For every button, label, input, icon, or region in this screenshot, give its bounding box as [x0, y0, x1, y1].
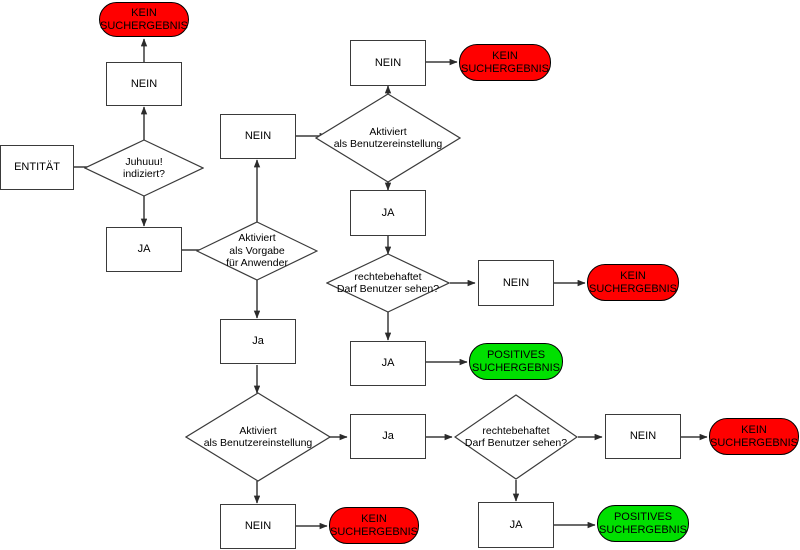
diamond-shape	[84, 139, 204, 197]
node-diamond-vorgabe[interactable]: Aktiviert als Vorgabe für Anwender	[196, 221, 318, 281]
node-ja-7[interactable]: JA	[478, 502, 554, 548]
node-kein-suchergebnis-6[interactable]: KEIN SUCHERGEBNIS	[709, 418, 799, 455]
node-ja-6[interactable]: Ja	[350, 414, 426, 459]
node-entitaet[interactable]: ENTITÄT	[0, 145, 74, 190]
diamond-shape	[454, 394, 578, 480]
diamond-shape	[185, 392, 331, 482]
node-diamond-rechtebehaftet-bottom[interactable]: rechtebehaftet Darf Benutzer sehen?	[454, 394, 578, 480]
node-diamond-benutzereinstellung-bottom[interactable]: Aktiviert als Benutzereinstellung	[185, 392, 331, 482]
node-nein-1[interactable]: NEIN	[106, 62, 182, 106]
node-ja-1[interactable]: JA	[106, 227, 182, 272]
node-kein-suchergebnis-1[interactable]: KEIN SUCHERGEBNIS	[99, 2, 189, 37]
node-nein-4[interactable]: NEIN	[478, 260, 554, 306]
diamond-shape	[315, 93, 461, 183]
node-diamond-benutzereinstellung-top[interactable]: Aktiviert als Benutzereinstellung	[315, 93, 461, 183]
node-ja-5[interactable]: Ja	[220, 319, 296, 364]
node-kein-suchergebnis-5[interactable]: KEIN SUCHERGEBNIS	[329, 507, 419, 544]
node-diamond-indiziert[interactable]: Juhuuu! indiziert?	[84, 139, 204, 197]
diamond-shape	[196, 221, 318, 281]
node-nein-6[interactable]: NEIN	[220, 504, 296, 549]
node-diamond-rechtebehaftet-top[interactable]: rechtebehaftet Darf Benutzer sehen?	[326, 253, 450, 313]
diamond-shape	[326, 253, 450, 313]
node-nein-3[interactable]: NEIN	[350, 40, 426, 86]
node-ja-4[interactable]: JA	[350, 341, 426, 386]
node-nein-2[interactable]: NEIN	[220, 114, 296, 159]
node-nein-7[interactable]: NEIN	[605, 414, 681, 459]
node-positives-suchergebnis-2[interactable]: POSITIVES SUCHERGEBNIS	[597, 505, 689, 542]
node-positives-suchergebnis-1[interactable]: POSITIVES SUCHERGEBNIS	[469, 343, 563, 380]
node-kein-suchergebnis-2[interactable]: KEIN SUCHERGEBNIS	[459, 44, 551, 81]
node-ja-3[interactable]: JA	[350, 190, 426, 236]
node-kein-suchergebnis-3[interactable]: KEIN SUCHERGEBNIS	[587, 264, 679, 301]
